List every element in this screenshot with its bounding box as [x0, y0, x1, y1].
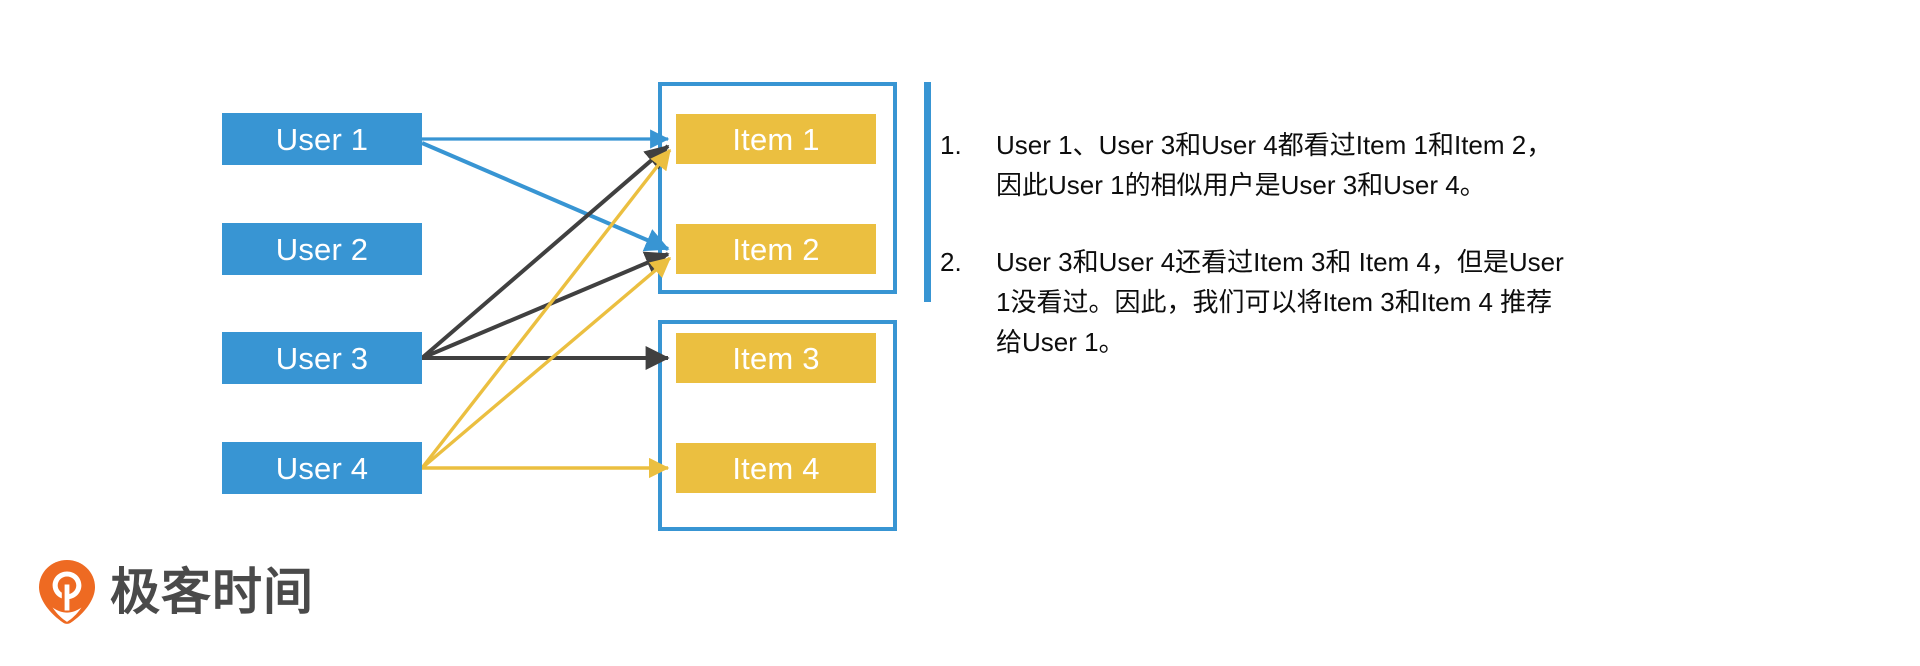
edge-user3-item1 [420, 144, 670, 360]
item-node-3[interactable]: Item 3 [676, 333, 876, 383]
brand-logo-text: 极客时间 [110, 564, 314, 620]
list-item: 1. User 1、User 3和User 4都看过Item 1和Item 2，… [940, 125, 1760, 205]
collaborative-filtering-diagram: User 1 User 2 User 3 User 4 Item 1 Item … [0, 0, 930, 666]
item-node-label: Item 4 [732, 450, 820, 486]
item-node-4[interactable]: Item 4 [676, 443, 876, 493]
user-node-label: User 1 [275, 121, 369, 157]
item-node-2[interactable]: Item 2 [676, 224, 876, 274]
geektime-pin-icon [39, 560, 95, 624]
list-item-line: 因此User 1的相似用户是User 3和User 4。 [996, 170, 1486, 200]
edge-user1-item2 [421, 141, 670, 252]
user-node-3[interactable]: User 3 [222, 332, 422, 384]
list-item-line: User 1、User 3和User 4都看过Item 1和Item 2， [996, 130, 1553, 160]
user-node-4[interactable]: User 4 [222, 442, 422, 494]
edge-user4-item2 [420, 256, 672, 470]
list-item-line: 1没看过。因此，我们可以将Item 3和Item 4 推荐 [996, 287, 1553, 317]
item-node-1[interactable]: Item 1 [676, 114, 876, 164]
user-node-label: User 4 [275, 450, 369, 486]
item-group-frame-recommend [658, 320, 897, 531]
list-item-body: User 1、User 3和User 4都看过Item 1和Item 2， 因此… [996, 125, 1760, 205]
user-node-1[interactable]: User 1 [222, 113, 422, 165]
list-item: 2. User 3和User 4还看过Item 3和 Item 4，但是User… [940, 242, 1760, 362]
item-node-label: Item 3 [732, 340, 820, 376]
edge-layer [420, 129, 672, 479]
user-node-2[interactable]: User 2 [222, 223, 422, 275]
list-item-number: 2. [940, 247, 962, 277]
brand-logo: 极客时间 [38, 556, 314, 628]
user-node-label: User 3 [275, 340, 369, 376]
list-item-body: User 3和User 4还看过Item 3和 Item 4，但是User 1没… [996, 242, 1760, 362]
list-item-line: 给User 1。 [996, 327, 1125, 357]
explanation-list: 1. User 1、User 3和User 4都看过Item 1和Item 2，… [940, 125, 1760, 362]
list-item-line: User 3和User 4还看过Item 3和 Item 4，但是User [996, 247, 1564, 277]
user-node-label: User 2 [275, 231, 369, 267]
item-node-label: Item 2 [732, 231, 820, 267]
list-item-number: 1. [940, 130, 962, 160]
item-node-label: Item 1 [732, 121, 820, 157]
edge-user4-item1 [420, 148, 672, 470]
edge-user3-item2 [421, 251, 670, 360]
vertical-divider [924, 82, 931, 302]
item-group-frame-seen [658, 82, 897, 294]
